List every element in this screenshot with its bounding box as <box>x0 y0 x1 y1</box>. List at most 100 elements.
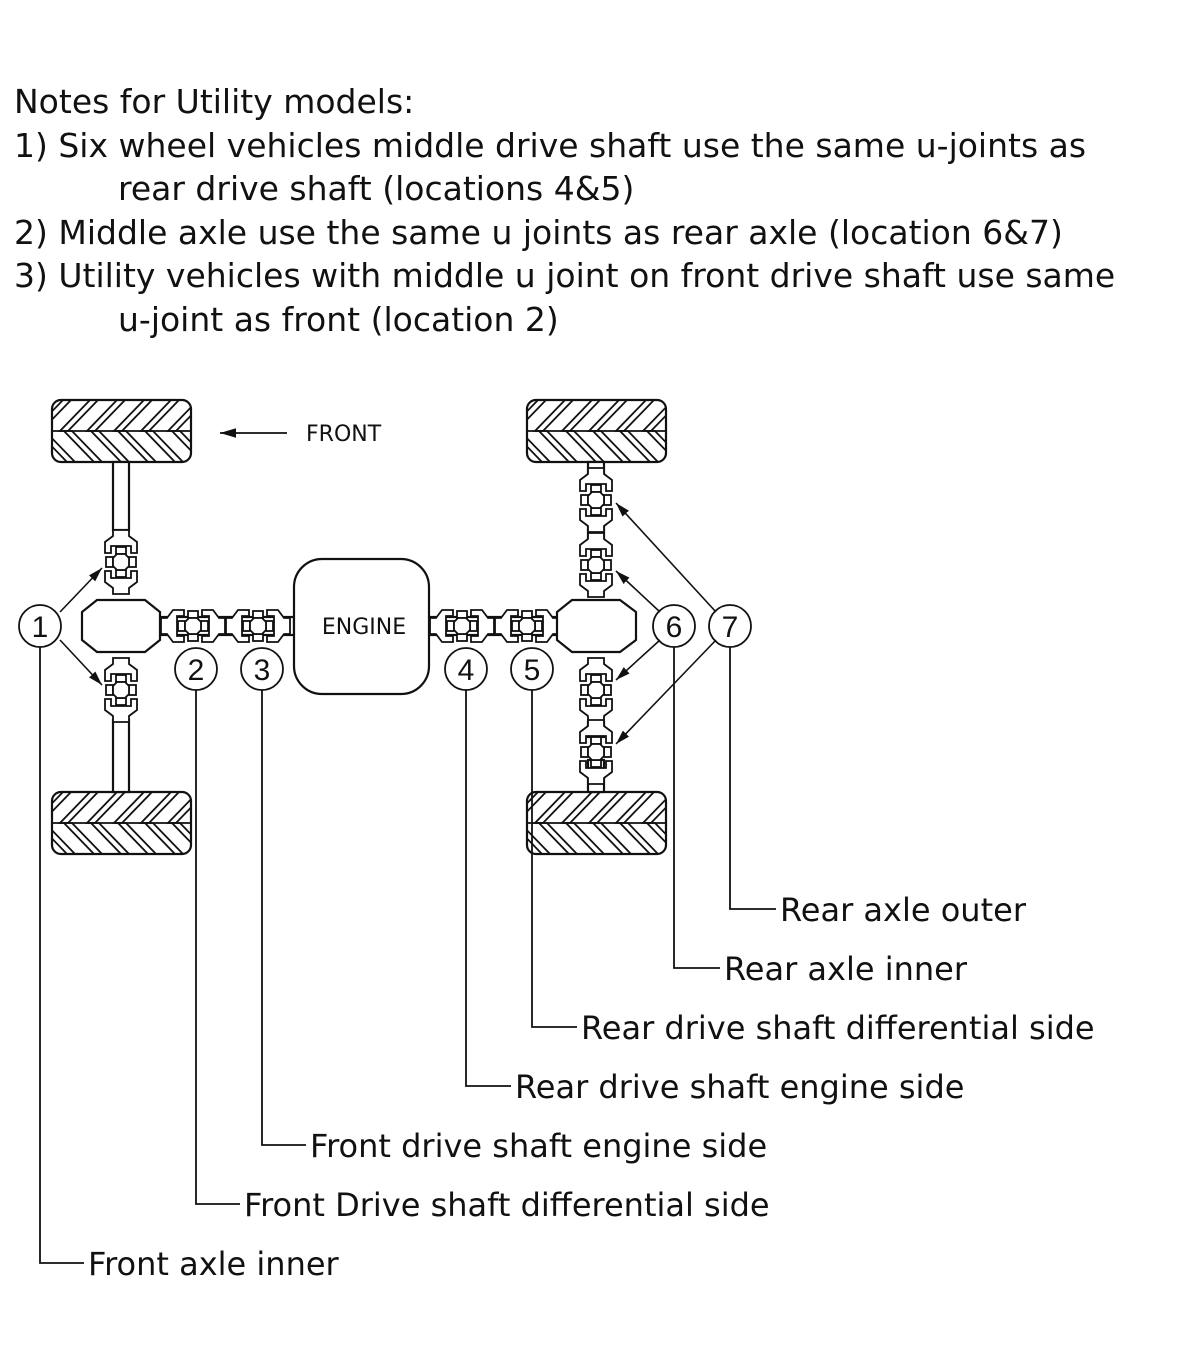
bearing-cap <box>534 620 543 632</box>
bearing-cap <box>603 559 612 571</box>
tread-stripe <box>226 823 264 854</box>
cross-center <box>112 553 130 571</box>
tire-rr <box>525 790 766 856</box>
callout-leader <box>195 690 240 1205</box>
bearing-cap <box>590 507 602 516</box>
u-joint-location-2 <box>160 609 226 643</box>
bearing-cap <box>590 674 602 683</box>
bearing-cap <box>105 556 114 568</box>
yoke-top <box>579 467 613 492</box>
yoke-bottom <box>494 609 519 643</box>
bearing-cap <box>128 684 137 696</box>
bearing-cap <box>456 633 468 642</box>
callout-leader <box>531 690 577 1028</box>
cross-center <box>587 556 605 574</box>
tread-stripe <box>222 792 260 823</box>
tread-stripe <box>222 400 260 431</box>
note-3-line-2: u-joint as front (location 2) <box>118 299 559 339</box>
bearing-cap <box>511 620 520 632</box>
callout-label: Rear axle inner <box>724 950 968 988</box>
yoke-bottom <box>579 508 613 533</box>
yoke-top <box>535 609 560 643</box>
callout-label: Rear drive shaft engine side <box>515 1068 964 1106</box>
bearing-cap <box>603 494 612 506</box>
u-joint-location-4 <box>429 609 495 643</box>
tread-stripe <box>701 823 739 854</box>
tread-stripe <box>701 431 739 462</box>
tread-stripe <box>52 430 78 462</box>
bearing-cap <box>590 572 602 581</box>
callout-number: 5 <box>524 654 541 687</box>
bearing-cap <box>456 610 468 619</box>
u-joint-rear-axle-outer-lower <box>579 719 613 785</box>
note-1-line-2: rear drive shaft (locations 4&5) <box>118 169 635 208</box>
yoke-bottom <box>579 573 613 598</box>
bearing-cap <box>265 620 274 632</box>
u-joint-rear-axle-inner-upper <box>579 532 613 598</box>
front-axle-shaft-lower <box>111 718 131 794</box>
note-1-line-1: 1) Six wheel vehicles middle drive shaft… <box>14 125 1087 165</box>
u-joint-location-5 <box>494 609 560 643</box>
tread-stripe <box>253 823 291 854</box>
cross-center <box>112 681 130 699</box>
cross-center <box>249 617 267 635</box>
tread-stripe <box>670 792 708 823</box>
callout-number: 3 <box>254 654 271 687</box>
bearing-cap <box>177 620 186 632</box>
notes-block: Notes for Utility models: 1) Six wheel v… <box>14 80 1115 341</box>
tread-stripe <box>249 792 287 823</box>
callout-label: Front drive shaft engine side <box>310 1127 767 1165</box>
u-joints <box>104 467 613 785</box>
note-3-line-1: 3) Utility vehicles with middle u joint … <box>14 256 1116 295</box>
tire-rl <box>50 790 291 856</box>
callout-arrow <box>615 570 661 613</box>
u-joint-location-3 <box>225 609 291 643</box>
yoke-top <box>470 609 495 643</box>
callout-leader <box>729 647 776 910</box>
bearing-cap <box>252 633 264 642</box>
callout-arrow <box>615 639 661 681</box>
tread-stripe <box>249 400 287 431</box>
bearing-cap <box>200 620 209 632</box>
tread-stripe <box>195 400 233 431</box>
bearing-cap <box>115 546 127 555</box>
yoke-bottom <box>160 609 185 643</box>
tread-stripe <box>674 823 712 854</box>
bearing-cap <box>446 620 455 632</box>
callout-leader <box>39 647 84 1264</box>
bearing-cap <box>521 633 533 642</box>
tread-stripe <box>697 400 735 431</box>
yoke-bottom <box>579 760 613 785</box>
callout-number: 7 <box>722 611 739 644</box>
tread-stripe <box>199 431 237 462</box>
callout-leader <box>673 647 720 969</box>
tire-tread <box>52 792 291 854</box>
cross-center <box>453 617 471 635</box>
tread-stripe <box>724 400 762 431</box>
yoke-bottom <box>429 609 454 643</box>
tire-tread <box>527 400 762 462</box>
yoke-bottom <box>104 698 138 723</box>
callout-label: Front Drive shaft differential side <box>244 1186 770 1224</box>
yoke-bottom <box>225 609 250 643</box>
bearing-cap <box>580 559 589 571</box>
cross-center <box>518 617 536 635</box>
bearing-cap <box>590 759 602 768</box>
tread-stripe <box>728 823 766 854</box>
cross-center <box>587 743 605 761</box>
cross-center <box>587 681 605 699</box>
bearing-cap <box>469 620 478 632</box>
callout-number: 6 <box>666 611 683 644</box>
bearing-cap <box>105 684 114 696</box>
front-axle-shaft-upper <box>111 460 131 532</box>
tire-fl <box>50 398 287 464</box>
callout-leader <box>261 690 306 1146</box>
front-differential <box>80 598 162 654</box>
yoke-top <box>201 609 226 643</box>
